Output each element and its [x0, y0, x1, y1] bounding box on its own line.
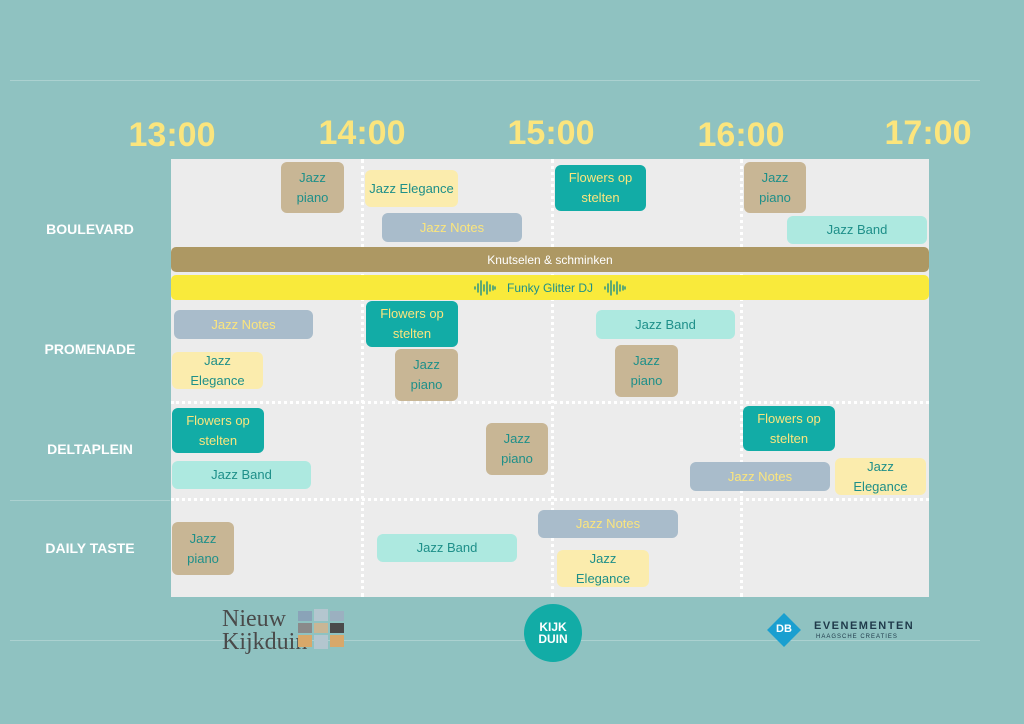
event-jazz-piano[interactable]: Jazz piano [281, 162, 344, 213]
event-label: Funky Glitter DJ [506, 280, 593, 295]
area-boulevard: BOULEVARD [46, 221, 134, 237]
event-flowers-op-stelten[interactable]: Flowers op stelten [366, 301, 458, 347]
event-jazz-notes[interactable]: Jazz Notes [690, 462, 830, 491]
divider-line [10, 500, 170, 501]
event-label: stelten [769, 430, 809, 446]
event-jazz-band[interactable]: Jazz Band [172, 461, 311, 489]
event-flowers-op-stelten[interactable]: Flowers op stelten [172, 408, 264, 453]
area-daily-taste: DAILY TASTE [45, 540, 135, 556]
event-flowers-op-stelten[interactable]: Flowers op stelten [555, 165, 646, 211]
grid-line [171, 498, 929, 501]
area-promenade: PROMENADE [44, 341, 136, 357]
event-flowers-op-stelten[interactable]: Flowers op stelten [743, 406, 835, 451]
event-jazz-band[interactable]: Jazz Band [787, 216, 927, 244]
event-jazz-piano[interactable]: Jazz piano [395, 349, 458, 401]
area-deltaplein: DELTAPLEIN [47, 441, 133, 457]
logo-text: Nieuw [222, 606, 286, 632]
event-jazz-band[interactable]: Jazz Band [377, 534, 517, 562]
event-jazz-elegance[interactable]: Jazz Elegance [557, 550, 649, 587]
event-jazz-notes[interactable]: Jazz Notes [174, 310, 313, 339]
event-label: stelten [581, 190, 620, 205]
logo-text: Kijkduin [222, 629, 308, 655]
divider-line [10, 640, 980, 641]
soundwave-icon [604, 279, 626, 296]
logo-text: DUIN [538, 631, 568, 646]
event-knutselen-schminken[interactable]: Knutselen & schminken [171, 247, 929, 272]
event-jazz-elegance[interactable]: Jazz Elegance [835, 458, 926, 495]
time-1700: 17:00 [884, 114, 972, 152]
event-label: stelten [198, 432, 238, 448]
grid-line [171, 401, 929, 404]
logo-text: EVENEMENTEN [814, 620, 915, 632]
logo-text: DB [776, 623, 792, 635]
time-1600: 16:00 [697, 116, 785, 154]
logo-mark [298, 609, 344, 649]
divider-line [10, 80, 980, 81]
event-jazz-notes[interactable]: Jazz Notes [382, 213, 522, 242]
soundwave-icon [474, 279, 496, 296]
logo-text: KIJK [539, 619, 567, 634]
logo-kijkduin: KIJK DUIN [524, 604, 582, 662]
event-jazz-piano[interactable]: Jazz piano [744, 162, 806, 213]
event-label: Flowers op [380, 306, 444, 321]
grid-line [361, 159, 364, 597]
event-label: Flowers op [568, 170, 633, 185]
time-1300: 13:00 [128, 116, 216, 154]
event-jazz-piano[interactable]: Jazz piano [615, 345, 678, 397]
event-jazz-notes[interactable]: Jazz Notes [538, 510, 678, 538]
event-label: stelten [392, 326, 432, 341]
event-label: Flowers op [186, 412, 250, 428]
event-funky-glitter-dj[interactable]: Funky Glitter DJ [171, 275, 929, 300]
event-label: Flowers op [757, 410, 821, 426]
event-jazz-piano[interactable]: Jazz piano [172, 522, 234, 575]
event-jazz-elegance[interactable]: Jazz Elegance [365, 170, 458, 207]
event-jazz-piano[interactable]: Jazz piano [486, 423, 548, 475]
grid-line [740, 159, 743, 597]
logo-db-evenementen: DB EVENEMENTEN HAAGSCHE CREATIES [767, 613, 930, 650]
grid-line [551, 159, 554, 597]
event-jazz-band[interactable]: Jazz Band [596, 310, 735, 339]
logo-text: HAAGSCHE CREATIES [816, 634, 898, 640]
logo-nieuw-kijkduin: Nieuw Kijkduin [222, 607, 352, 657]
time-1500: 15:00 [507, 114, 595, 152]
time-1400: 14:00 [318, 114, 406, 152]
event-jazz-elegance[interactable]: Jazz Elegance [172, 352, 263, 389]
